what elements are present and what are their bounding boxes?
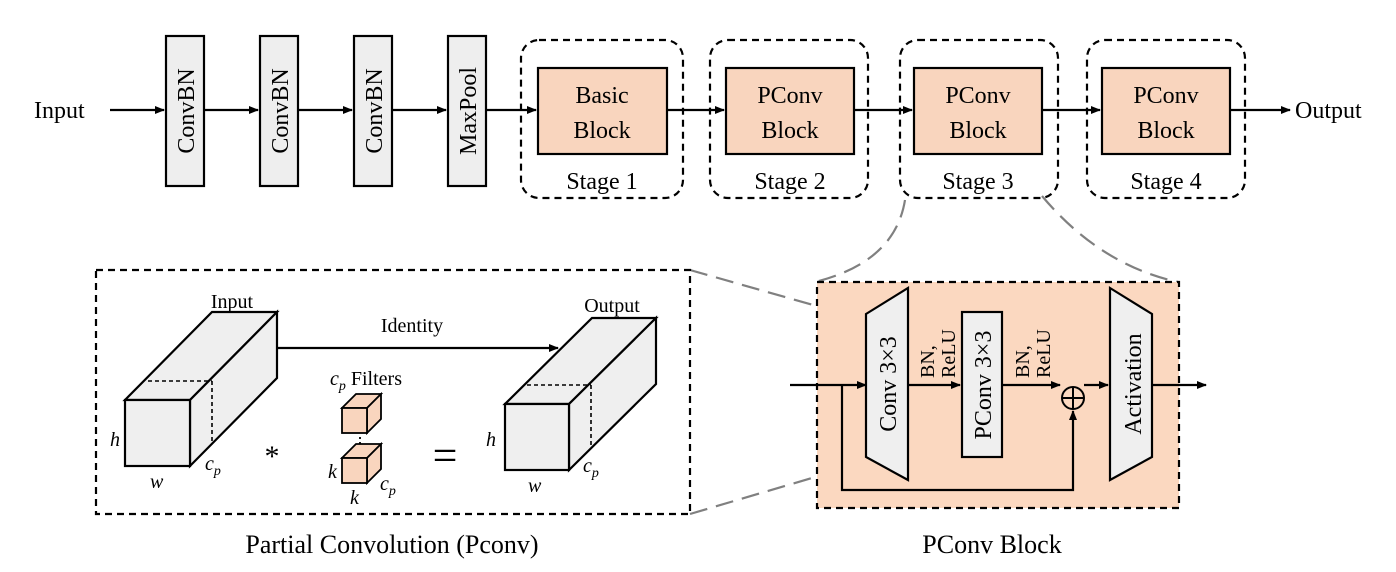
pconv3x3-layer [960, 310, 1004, 459]
stage-3-block-line2: Block [949, 118, 1006, 144]
input-dim-c: cp [205, 453, 221, 479]
stage-2-label: Stage 2 [754, 169, 825, 195]
pconv-block-caption: PConv Block [922, 530, 1061, 559]
convbn-layer-2: ConvBN [258, 34, 300, 188]
activation-label: Activation [1121, 333, 1147, 434]
output-dim-c: cp [583, 455, 599, 481]
output-dim-w: w [528, 475, 542, 497]
convbn-layer-1: ConvBN [164, 34, 206, 188]
conv3x3-layer [864, 286, 910, 482]
maxpool-layer-label: MaxPool [456, 67, 482, 155]
sum-node [1061, 386, 1085, 410]
convbn-layer-3-label: ConvBN [362, 68, 388, 153]
stage-3-label: Stage 3 [942, 169, 1013, 195]
convbn-layer-2-label: ConvBN [268, 68, 294, 153]
bn-relu-1-line1: BN, [917, 345, 939, 378]
pipeline-input-label: Input [34, 98, 85, 124]
zoom-connector-left [814, 199, 907, 284]
filter-dim-k-bottom: k [350, 487, 360, 509]
output-tensor-cube [502, 315, 659, 473]
bn-relu-2-line2: ReLU [1033, 329, 1055, 378]
stage-1-block-line1: Basic [575, 83, 628, 109]
stage-2-block-line1: PConv [757, 83, 822, 109]
conv3x3-label: Conv 3×3 [876, 336, 902, 432]
pconv-input-label: Input [211, 291, 254, 313]
output-dim-h: h [486, 429, 496, 451]
residual-path [840, 385, 1077, 492]
convbn-layer-3: ConvBN [352, 34, 394, 188]
maxpool-layer: MaxPool [446, 34, 488, 188]
bn-relu-2-line1: BN, [1012, 345, 1034, 378]
pconv3x3-label: PConv 3×3 [971, 331, 997, 440]
stage-4: PConv Block Stage 4 [1085, 38, 1247, 200]
stage-4-label: Stage 4 [1130, 169, 1201, 195]
pconv-output-label: Output [584, 295, 640, 317]
pipeline-output-label: Output [1295, 98, 1362, 124]
activation-layer [1108, 286, 1154, 482]
stage-2: PConv Block Stage 2 [708, 38, 870, 200]
stage-4-block-line2: Block [1137, 118, 1194, 144]
identity-label: Identity [381, 315, 443, 337]
pconv-detail-caption: Partial Convolution (Pconv) [245, 530, 538, 559]
stage-4-block-line1: PConv [1133, 83, 1198, 109]
stage-3: PConv Block Stage 3 [898, 38, 1060, 200]
input-tensor-cube [122, 309, 280, 469]
convolution-operator: * [265, 440, 280, 473]
equals-sign: = [433, 431, 458, 480]
zoom-connector-right [1041, 195, 1179, 284]
stage-1: Basic Block Stage 1 [519, 38, 685, 200]
partial-convolution-detail: Input h w cp Identity * cp Filters k k c… [94, 268, 692, 516]
input-dim-h: h [110, 429, 120, 451]
filter-cube-top [339, 391, 384, 436]
bn-relu-1-line2: ReLU [938, 329, 960, 378]
filters-label: cp Filters [330, 368, 402, 394]
filter-dim-k-side: k [328, 461, 338, 483]
stage-2-block-line2: Block [761, 118, 818, 144]
filter-cube-bottom [339, 441, 384, 486]
stage-1-block-line2: Block [573, 118, 630, 144]
pconv-block-detail: Conv 3×3 BN, ReLU PConv 3×3 BN, ReLU Act… [790, 280, 1207, 510]
convbn-layer-1-label: ConvBN [174, 68, 200, 153]
filter-dim-c: cp [380, 473, 396, 499]
stage-1-label: Stage 1 [566, 169, 637, 195]
input-dim-w: w [150, 471, 164, 493]
stage-3-block-line1: PConv [945, 83, 1010, 109]
